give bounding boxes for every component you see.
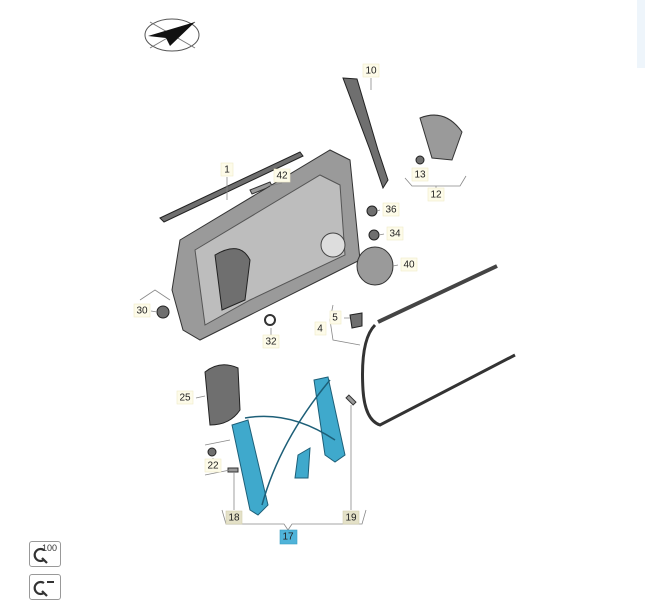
part-13-clip[interactable]	[415, 155, 425, 165]
part-17-window-regulator[interactable]	[231, 376, 346, 516]
callout-13[interactable]: 13	[411, 167, 429, 182]
part-10-mirror-triangle[interactable]	[342, 77, 389, 190]
svg-text:25: 25	[179, 393, 191, 404]
svg-text:34: 34	[389, 229, 401, 240]
callout-32[interactable]: 32	[262, 334, 280, 349]
svg-text:30: 30	[136, 306, 148, 317]
callout-40[interactable]: 40	[400, 257, 418, 272]
svg-text:40: 40	[403, 260, 415, 271]
callout-30[interactable]: 30	[133, 303, 151, 318]
callout-10[interactable]: 10	[362, 63, 380, 78]
callout-25[interactable]: 25	[176, 390, 194, 405]
part-12-mirror-trim[interactable]	[419, 114, 463, 161]
part-30-plug[interactable]	[156, 305, 170, 319]
svg-text:18: 18	[228, 513, 240, 524]
svg-text:22: 22	[207, 461, 219, 472]
zoom-reset-icon	[33, 547, 48, 564]
part-22-nut[interactable]	[207, 447, 217, 457]
callout-12[interactable]: 12	[427, 187, 445, 202]
zoom-level-label: 100	[41, 543, 57, 553]
callout-22[interactable]: 22	[204, 458, 222, 473]
callout-18[interactable]: 18	[225, 510, 243, 525]
callout-5[interactable]: 5	[329, 310, 342, 325]
part-36-grommet[interactable]	[366, 205, 378, 217]
part-5-bracket[interactable]	[349, 312, 363, 329]
callout-42[interactable]: 42	[273, 168, 291, 183]
callout-19[interactable]: 19	[342, 510, 360, 525]
callout-1[interactable]: 1	[220, 162, 234, 177]
svg-text:42: 42	[276, 171, 288, 182]
part-32-ring[interactable]	[264, 314, 276, 326]
part-19-bolt[interactable]	[345, 394, 357, 406]
part-40-speaker-cover[interactable]	[356, 246, 394, 286]
svg-text:4: 4	[317, 324, 323, 335]
callout-34[interactable]: 34	[386, 226, 404, 241]
scrollbar[interactable]	[637, 0, 645, 68]
callout-17-selected[interactable]: 17	[279, 529, 298, 545]
svg-text:5: 5	[332, 313, 338, 324]
callout-4[interactable]: 4	[314, 321, 327, 336]
svg-text:13: 13	[414, 170, 426, 181]
svg-text:17: 17	[282, 532, 294, 543]
svg-text:12: 12	[430, 190, 442, 201]
part-1-window-strip[interactable]	[159, 151, 304, 223]
zoom-reset-button[interactable]: 100	[29, 541, 61, 567]
zoom-out-button[interactable]	[29, 574, 61, 600]
svg-text:36: 36	[385, 205, 397, 216]
callout-36[interactable]: 36	[382, 202, 400, 217]
part-25-cover[interactable]	[204, 364, 241, 426]
svg-text:19: 19	[345, 513, 357, 524]
zoom-out-icon	[33, 580, 54, 597]
svg-text:1: 1	[224, 165, 230, 176]
orientation-symbol-icon	[144, 18, 200, 52]
svg-text:32: 32	[265, 337, 277, 348]
door-seal[interactable]	[361, 323, 516, 427]
svg-text:10: 10	[365, 66, 377, 77]
part-34-grommet[interactable]	[368, 229, 380, 241]
